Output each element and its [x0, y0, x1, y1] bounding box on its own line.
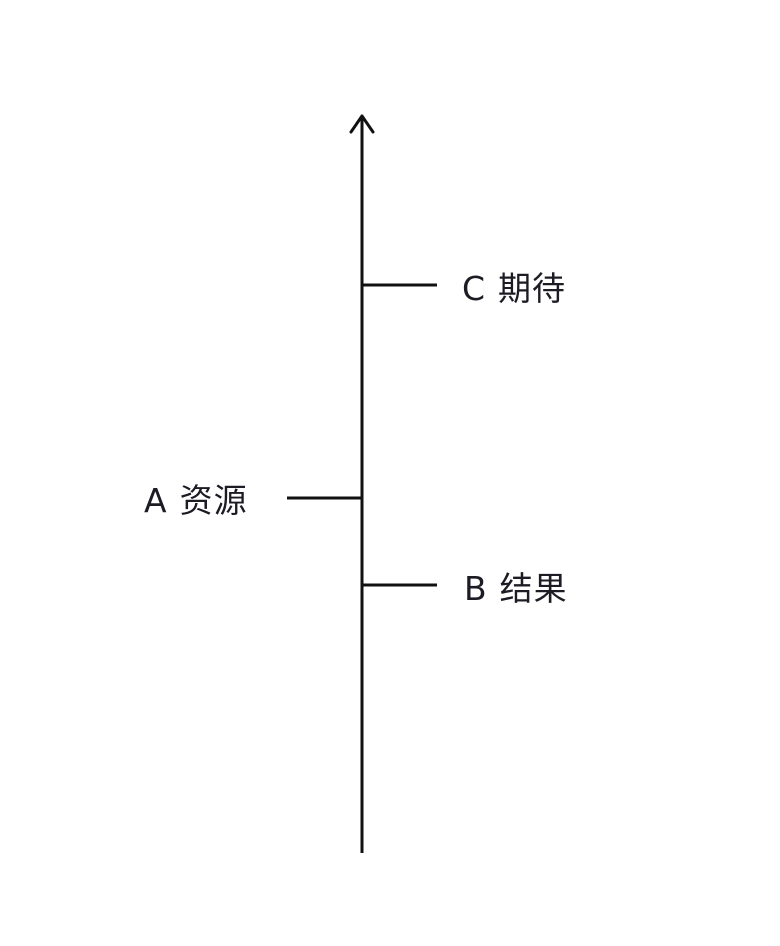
marker-letter-c: C: [462, 269, 487, 308]
marker-label-b: B 结果: [464, 572, 568, 605]
marker-text-b: 结果: [499, 569, 568, 608]
arrow-up-icon: [349, 114, 375, 134]
marker-text-a: 资源: [179, 481, 248, 520]
marker-letter-a: A: [144, 481, 168, 520]
marker-letter-b: B: [464, 569, 488, 608]
marker-label-c: C 期待: [462, 272, 566, 305]
marker-text-c: 期待: [498, 269, 567, 308]
marker-label-a: A 资源: [144, 484, 248, 517]
